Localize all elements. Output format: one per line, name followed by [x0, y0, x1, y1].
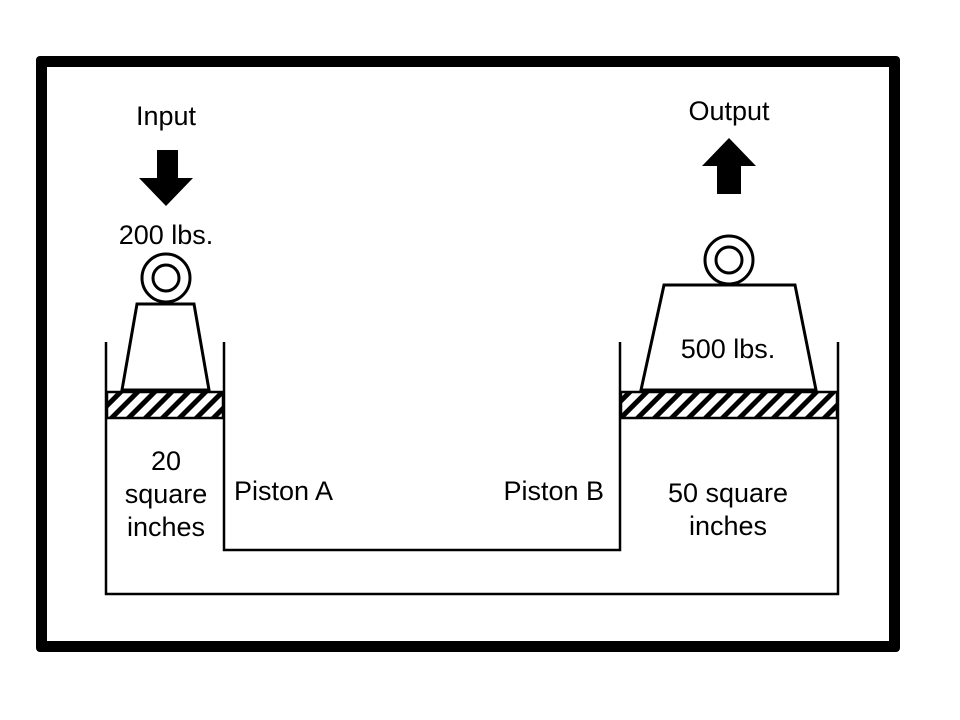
output-weight: [639, 234, 818, 392]
input-weight-body: [120, 302, 211, 392]
input-label: Input: [136, 101, 197, 131]
area-b-line-1: 50 square: [668, 478, 788, 508]
left-cylinder-wall-inner: [222, 342, 622, 552]
piston-b-label: Piston B: [503, 476, 604, 506]
left-cylinder-wall-outer: [104, 342, 840, 596]
piston-a-plate: [105, 390, 225, 420]
output-label: Output: [688, 96, 770, 126]
area-a-line-2: square: [125, 479, 208, 509]
output-weight-body: [639, 283, 818, 392]
input-weight-label: 200 lbs.: [119, 220, 214, 250]
arrow-down-icon: [139, 150, 193, 206]
piston-b-plate: [619, 390, 839, 420]
output-weight-label: 500 lbs.: [681, 334, 776, 364]
area-a-line-3: inches: [127, 512, 205, 542]
output-weight-ring-inner: [714, 245, 744, 275]
u-tube-container: [104, 342, 840, 596]
input-weight: [120, 252, 211, 392]
input-weight-ring-inner: [151, 263, 181, 293]
area-b-line-2: inches: [689, 511, 767, 541]
arrow-up-icon: [702, 138, 756, 194]
piston-a-label: Piston A: [234, 476, 333, 506]
area-a-line-1: 20: [151, 446, 181, 476]
